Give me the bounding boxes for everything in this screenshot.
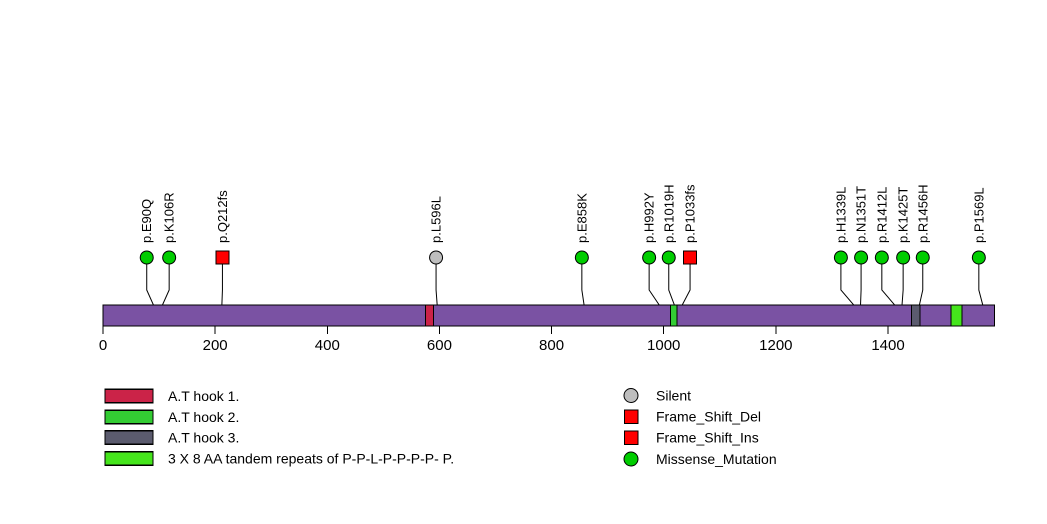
mutation-marker-p-k1425t bbox=[896, 250, 911, 265]
axis-tick-label: 600 bbox=[427, 337, 452, 354]
legend-domain-label-4: 3 X 8 AA tandem repeats of P-P-L-P-P-P-P… bbox=[168, 451, 454, 467]
legend-mutation-marker-frame-shift-del bbox=[623, 409, 639, 424]
legend-domain-label-2: A.T hook 2. bbox=[168, 409, 239, 425]
axis-tick-label: 200 bbox=[203, 337, 228, 354]
legend-mutation-marker-frame-shift-ins bbox=[623, 430, 639, 445]
mutation-marker-p-r1456h bbox=[915, 250, 930, 265]
mutation-label-p-r1412l: p.R1412L bbox=[874, 187, 889, 243]
mutation-label-p-q212fs: p.Q212fs bbox=[215, 190, 230, 243]
legend-mutation-label-silent: Silent bbox=[656, 388, 691, 404]
mutation-marker-p-r1412l bbox=[874, 250, 889, 265]
mutation-label-p-e858k: p.E858K bbox=[574, 193, 589, 243]
axis-tick-label: 400 bbox=[315, 337, 340, 354]
mutation-marker-p-p1569l bbox=[971, 250, 986, 265]
axis-tick-label: 1400 bbox=[871, 337, 904, 354]
legend-domain-label-1: A.T hook 1. bbox=[168, 388, 239, 404]
legend-mutation-marker-silent bbox=[623, 388, 639, 403]
mutation-label-p-n1351t: p.N1351T bbox=[854, 186, 869, 243]
mutation-label-p-k1425t: p.K1425T bbox=[896, 187, 911, 243]
axis-tick-label: 1200 bbox=[759, 337, 792, 354]
mutation-marker-p-e90q bbox=[139, 250, 154, 265]
mutation-marker-p-r1019h bbox=[661, 250, 676, 265]
axis-tick-label: 0 bbox=[99, 337, 107, 354]
mutation-marker-p-k106r bbox=[162, 250, 177, 265]
mutation-label-p-p1569l: p.P1569L bbox=[971, 187, 986, 243]
legend-domain-label-3: A.T hook 3. bbox=[168, 430, 239, 446]
mutation-marker-p-q212fs bbox=[215, 250, 230, 265]
mutation-label-p-k106r: p.K106R bbox=[162, 192, 177, 243]
mutation-label-p-p1033fs: p.P1033fs bbox=[683, 184, 698, 243]
domain-a-t-hook-1 bbox=[424, 304, 434, 327]
legend-domain-swatch-1 bbox=[104, 388, 154, 404]
mutation-marker-p-p1033fs bbox=[683, 250, 698, 265]
mutation-marker-p-e858k bbox=[574, 250, 589, 265]
mutation-marker-p-h1339l bbox=[833, 250, 848, 265]
protein-backbone bbox=[102, 304, 996, 327]
legend-mutation-label-frame-shift-ins: Frame_Shift_Ins bbox=[656, 430, 759, 446]
legend-domain-swatch-3 bbox=[104, 430, 154, 445]
mutation-label-p-r1456h: p.R1456H bbox=[915, 184, 930, 243]
legend-domain-swatch-2 bbox=[104, 409, 154, 425]
mutation-marker-p-n1351t bbox=[854, 250, 869, 265]
mutation-label-p-h992y: p.H992Y bbox=[642, 192, 657, 243]
legend-mutation-marker-missense-mutation bbox=[623, 451, 639, 467]
mutation-label-p-r1019h: p.R1019H bbox=[661, 184, 676, 243]
domain-a-t-hook-3 bbox=[911, 304, 921, 327]
legend-domain-swatch-4 bbox=[104, 451, 154, 466]
domain-a-t-hook-2 bbox=[669, 304, 678, 327]
mutation-label-p-l596l: p.L596L bbox=[429, 196, 444, 243]
legend-mutation-label-missense-mutation: Missense_Mutation bbox=[656, 451, 777, 467]
mutation-marker-p-l596l bbox=[429, 250, 444, 265]
axis-tick-label: 800 bbox=[539, 337, 564, 354]
mutation-label-p-e90q: p.E90Q bbox=[139, 199, 154, 243]
legend-mutation-label-frame-shift-del: Frame_Shift_Del bbox=[656, 409, 761, 425]
mutation-label-p-h1339l: p.H1339L bbox=[833, 187, 848, 243]
axis-tick-label: 1000 bbox=[647, 337, 680, 354]
domain-3-x-8-aa-tandem-repeats-of-p-p-l-p-p-p-p-p bbox=[950, 304, 963, 327]
mutation-marker-p-h992y bbox=[642, 250, 657, 265]
